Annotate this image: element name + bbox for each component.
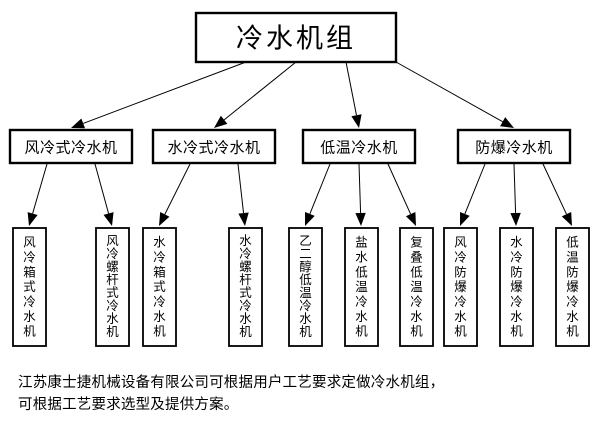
node-category-3[interactable]: 低温冷水机 [301, 128, 417, 165]
connector-line [94, 163, 110, 214]
node-product-box [443, 227, 478, 347]
node-product-box [399, 227, 434, 347]
connector-line [387, 163, 412, 215]
connector-line [345, 61, 357, 116]
node-product-box [288, 227, 323, 347]
connector-line [223, 61, 297, 121]
node-product-label: 低温防爆冷水机 [566, 235, 579, 339]
node-product-box [499, 227, 534, 347]
node-product-box [95, 227, 130, 347]
connector-arrowhead [351, 114, 362, 128]
node-product-10[interactable]: 低温防爆冷水机 [555, 227, 590, 347]
connector-line [164, 163, 191, 215]
node-category-label: 水冷式冷水机 [167, 139, 260, 157]
node-product-3[interactable]: 水冷箱式冷水机 [142, 227, 177, 347]
node-category-box [301, 128, 417, 165]
connector-line [464, 163, 486, 215]
connector-arrowhead [460, 211, 470, 226]
node-product-label: 复叠低温冷水机 [410, 235, 423, 339]
node-product-4[interactable]: 水冷螺杆式冷水机 [228, 227, 263, 347]
node-category-label: 风冷式冷水机 [24, 139, 117, 157]
node-product-6[interactable]: 盐水低温冷水机 [344, 227, 379, 347]
connector-arrowhead [500, 117, 514, 128]
node-product-box [228, 227, 263, 347]
connector-arrowhead [71, 118, 85, 129]
connector-line [309, 163, 331, 215]
connector-line [32, 163, 48, 214]
node-product-5[interactable]: 乙二醇低温冷水机 [288, 227, 323, 347]
node-product-label: 风冷防爆冷水机 [454, 235, 467, 339]
connector-arrowhead [510, 212, 521, 226]
node-product-label: 盐水低温冷水机 [355, 235, 368, 339]
node-category-box [151, 128, 277, 165]
node-product-7[interactable]: 复叠低温冷水机 [399, 227, 434, 347]
connector-arrowhead [305, 211, 315, 226]
node-product-label: 乙二醇低温冷水机 [299, 233, 312, 339]
node-category-box [456, 128, 572, 165]
node-product-label: 风冷箱式冷水机 [23, 235, 36, 339]
node-product-label: 风冷螺杆式冷水机 [106, 233, 119, 339]
connector-arrowhead [214, 115, 228, 128]
connector-arrowhead [561, 212, 572, 226]
node-category-label: 低温冷水机 [320, 139, 398, 157]
node-root[interactable]: 冷水机组 [194, 11, 398, 64]
node-category-label: 防爆冷水机 [475, 139, 553, 157]
connector-arrowhead [238, 212, 249, 226]
node-category-1[interactable]: 风冷式冷水机 [8, 128, 134, 165]
connector-line [395, 61, 503, 123]
connector-arrowhead [27, 212, 38, 226]
node-category-2[interactable]: 水冷式冷水机 [151, 128, 277, 165]
node-product-2[interactable]: 风冷螺杆式冷水机 [95, 227, 130, 347]
connector-line [358, 163, 362, 214]
node-category-box [8, 128, 134, 165]
node-product-label: 水冷防爆冷水机 [510, 235, 523, 339]
connector-arrowhead [159, 212, 170, 226]
footer-note: 江苏康士捷机械设备有限公司可根据用户工艺要求定做冷水机组， 可根据工艺要求选型及… [18, 372, 588, 417]
connector-line [513, 163, 517, 214]
connectors-layer [27, 61, 572, 226]
footer-line-2: 可根据工艺要求选型及提供方案。 [18, 397, 239, 414]
node-product-1[interactable]: 风冷箱式冷水机 [12, 227, 47, 347]
node-category-4[interactable]: 防爆冷水机 [456, 128, 572, 165]
node-root-box [194, 11, 398, 64]
connector-arrowhead [405, 212, 416, 226]
node-product-label: 水冷箱式冷水机 [153, 235, 166, 339]
connector-line [237, 163, 245, 214]
node-product-box [555, 227, 590, 347]
node-product-9[interactable]: 水冷防爆冷水机 [499, 227, 534, 347]
connector-arrowhead [355, 212, 366, 226]
node-root-label: 冷水机组 [236, 24, 356, 55]
node-product-box [344, 227, 379, 347]
node-product-8[interactable]: 风冷防爆冷水机 [443, 227, 478, 347]
node-product-label: 水冷螺杆式冷水机 [239, 233, 252, 339]
connector-line [542, 163, 567, 215]
connector-line [82, 61, 247, 124]
node-product-box [142, 227, 177, 347]
connector-arrowhead [103, 212, 114, 226]
node-product-box [12, 227, 47, 347]
footer-line-1: 江苏康士捷机械设备有限公司可根据用户工艺要求定做冷水机组， [18, 375, 445, 391]
